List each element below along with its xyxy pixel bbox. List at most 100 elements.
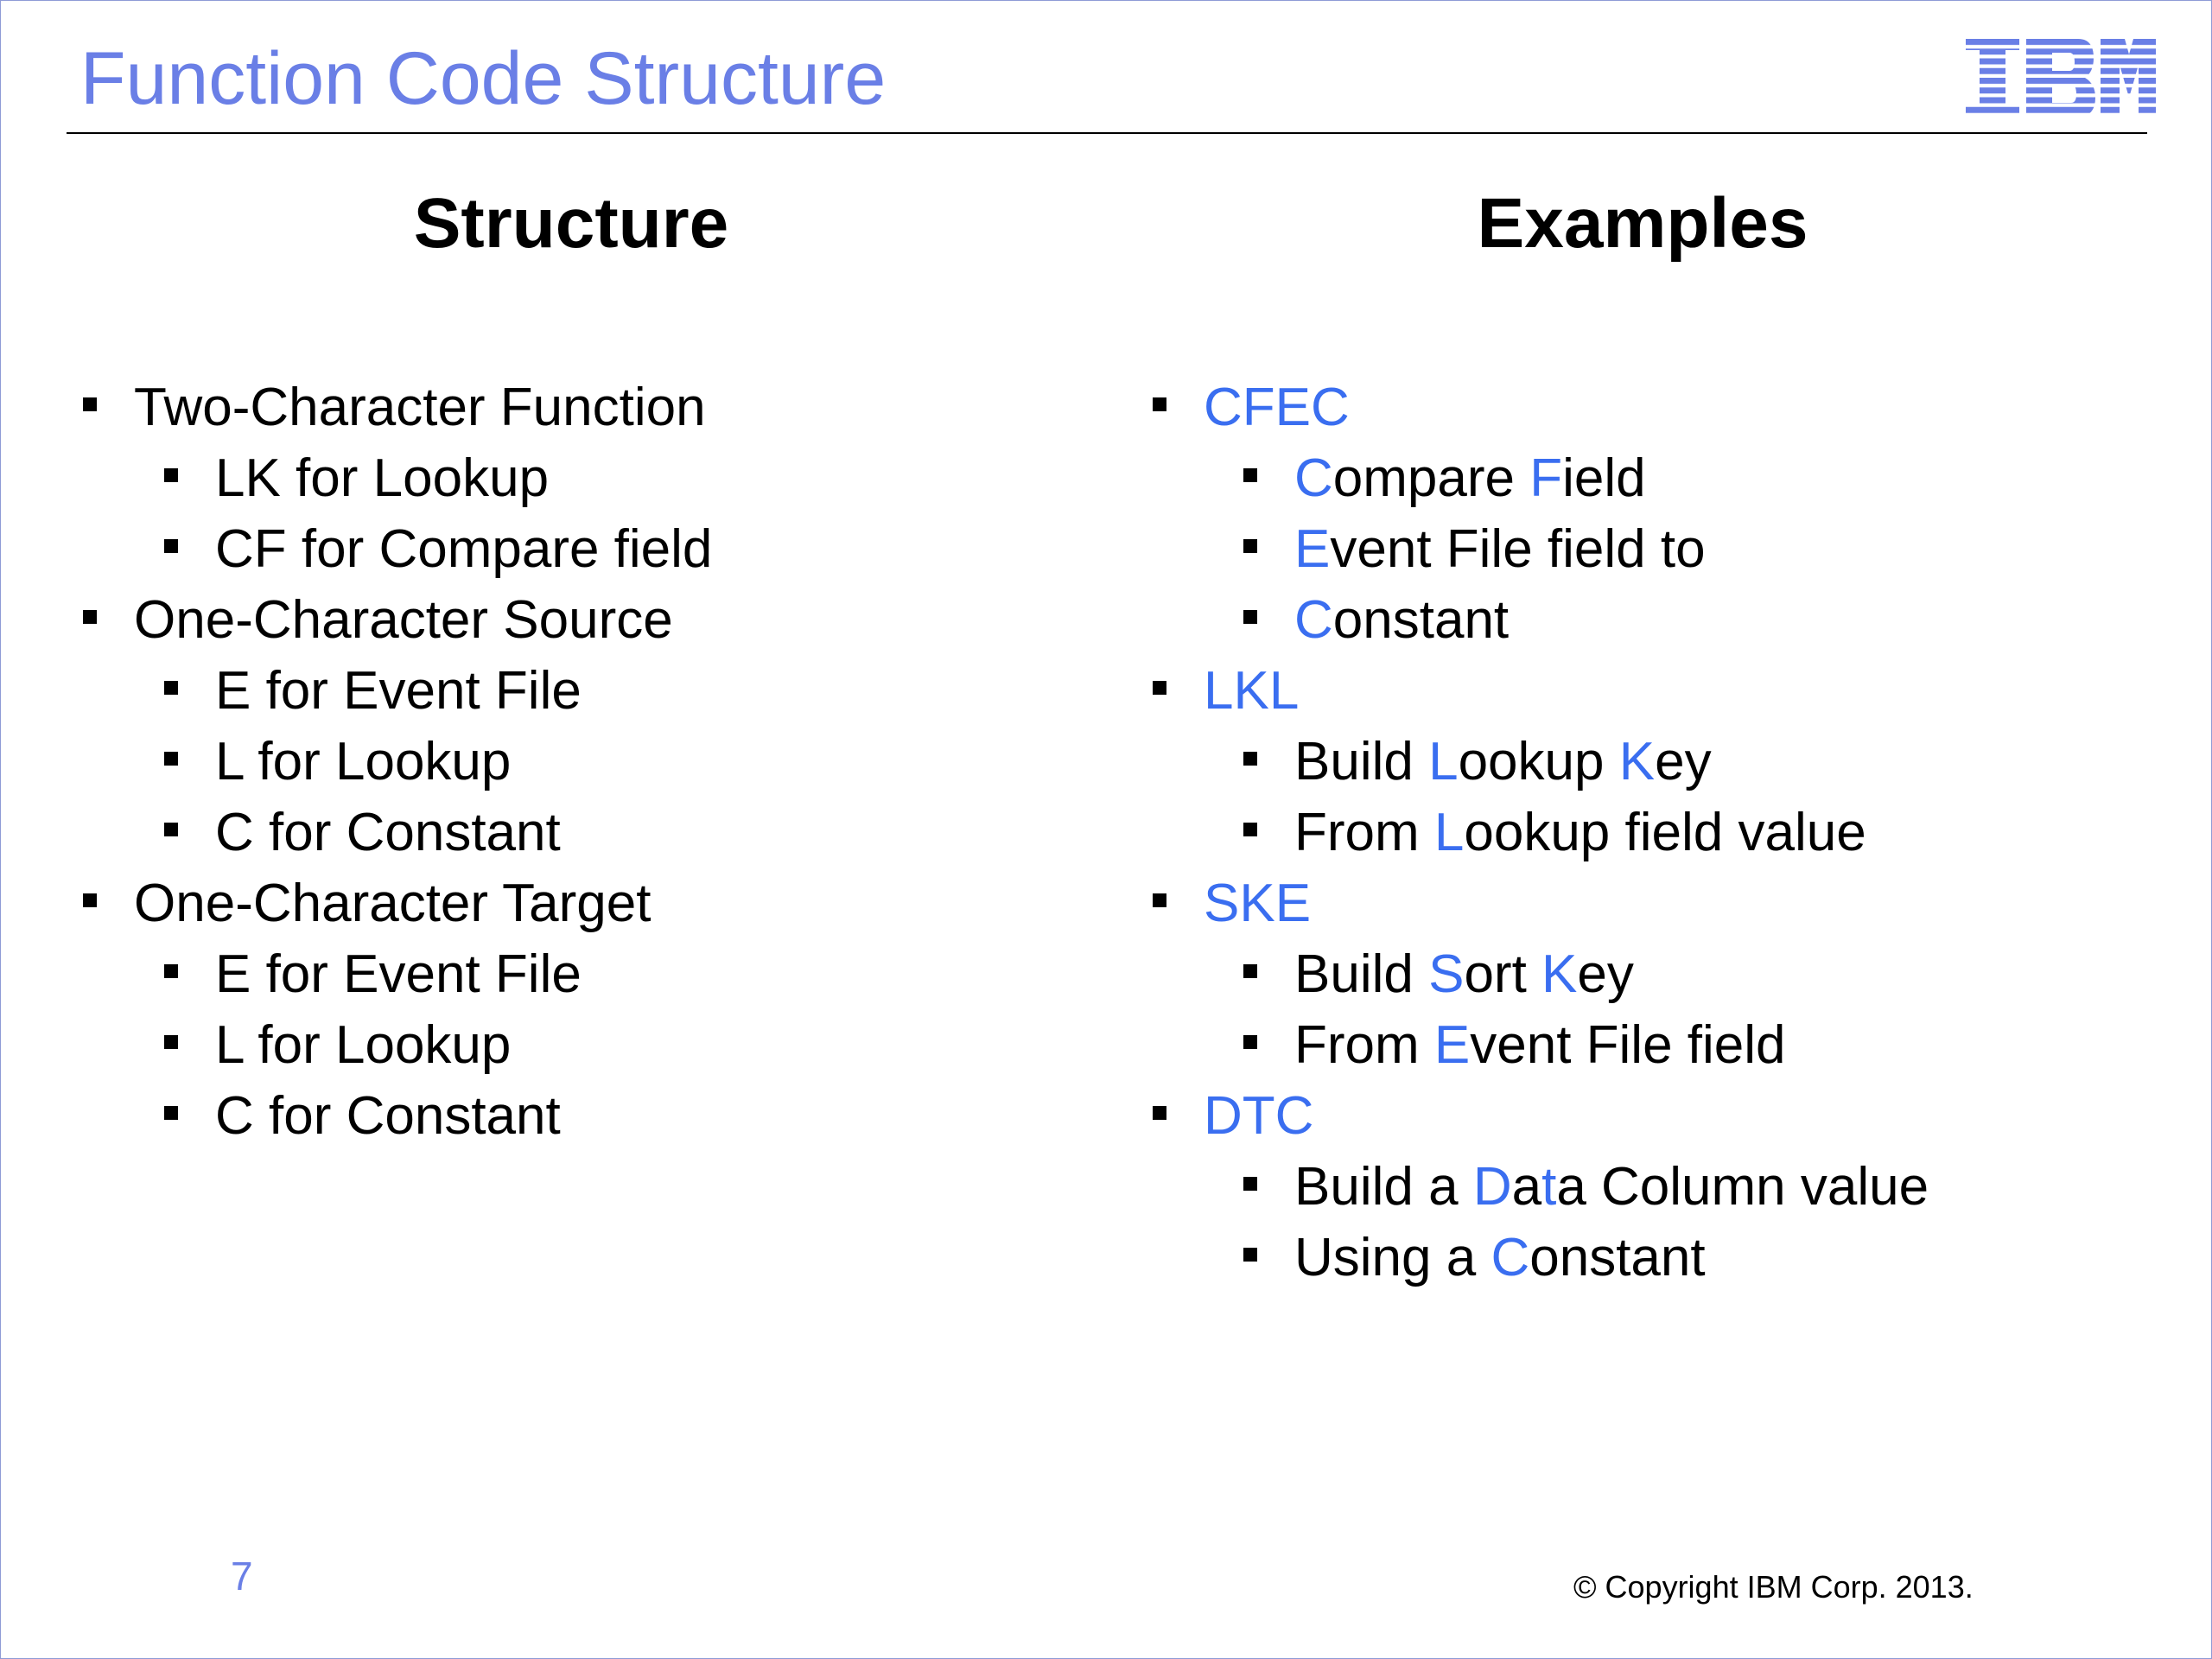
example-item-text: Compare Field <box>1294 448 1646 508</box>
highlighted-letter: K <box>1541 944 1578 1004</box>
text-segment: onstant <box>1529 1228 1706 1287</box>
function-code-label: DTC <box>1204 1086 1313 1146</box>
example-item-text: Build a Data Column value <box>1294 1157 1929 1217</box>
function-code-item: CFEC <box>1150 372 1929 443</box>
highlighted-letter: D <box>1472 1157 1512 1217</box>
square-bullet-icon <box>1243 468 1257 482</box>
highlighted-letter: E <box>1433 1015 1471 1075</box>
text-segment: From <box>1294 803 1434 862</box>
examples-heading: Examples <box>1477 184 1808 263</box>
example-item: Constant <box>1150 585 1929 656</box>
square-bullet-icon <box>83 893 97 907</box>
square-bullet-icon <box>1243 1248 1257 1262</box>
structure-item-text: E for Event File <box>215 661 582 721</box>
text-segment: Build <box>1294 944 1429 1004</box>
function-code-item: DTC <box>1150 1081 1929 1152</box>
text-segment: vent File field <box>1470 1015 1786 1075</box>
function-code-label: LKL <box>1204 661 1299 721</box>
text-segment: ookup field value <box>1464 803 1866 862</box>
square-bullet-icon <box>164 964 178 978</box>
square-bullet-icon <box>1153 397 1166 411</box>
square-bullet-icon <box>1153 1106 1166 1120</box>
example-item-text: From Lookup field value <box>1294 803 1866 862</box>
structure-list-item: E for Event File <box>80 939 712 1010</box>
structure-list-item: CF for Compare field <box>80 514 712 585</box>
highlighted-letter: C <box>1491 1228 1530 1287</box>
example-item: Event File field to <box>1150 514 1929 585</box>
text-segment: ield <box>1562 448 1646 508</box>
structure-item-text: LK for Lookup <box>215 448 550 508</box>
square-bullet-icon <box>83 397 97 411</box>
example-item: Build Lookup Key <box>1150 727 1929 798</box>
page-number: 7 <box>231 1554 253 1599</box>
structure-list-item: LK for Lookup <box>80 443 712 514</box>
function-code-item: LKL <box>1150 656 1929 727</box>
square-bullet-icon <box>1243 1035 1257 1049</box>
square-bullet-icon <box>164 1035 178 1049</box>
highlighted-letter: L <box>1428 732 1459 791</box>
square-bullet-icon <box>164 468 178 482</box>
highlighted-letter: CFEC <box>1204 378 1350 437</box>
structure-item-text: E for Event File <box>215 944 582 1004</box>
text-segment: ookup <box>1458 732 1619 791</box>
square-bullet-icon <box>164 539 178 553</box>
structure-item-text: Two-Character Function <box>134 378 706 437</box>
square-bullet-icon <box>164 823 178 836</box>
example-item-text: From Event File field <box>1294 1015 1786 1075</box>
structure-item-text: One-Character Source <box>134 590 673 650</box>
structure-list-item: E for Event File <box>80 656 712 727</box>
structure-item-text: L for Lookup <box>215 732 512 791</box>
square-bullet-icon <box>1243 610 1257 624</box>
square-bullet-icon <box>1243 752 1257 766</box>
structure-item-text: C for Constant <box>215 1086 561 1146</box>
structure-list-item: C for Constant <box>80 1081 712 1152</box>
structure-list-item: Two-Character Function <box>80 372 712 443</box>
highlighted-letter: t <box>1541 1157 1557 1217</box>
slide-title: Function Code Structure <box>80 37 887 120</box>
square-bullet-icon <box>1153 893 1166 907</box>
structure-list-item: L for Lookup <box>80 1010 712 1081</box>
example-item-text: Build Lookup Key <box>1294 732 1712 791</box>
example-item: Build a Data Column value <box>1150 1152 1929 1223</box>
example-item: Using a Constant <box>1150 1223 1929 1294</box>
example-item-text: Constant <box>1294 590 1509 650</box>
structure-list-item: C for Constant <box>80 798 712 868</box>
highlighted-letter: C <box>1294 448 1333 508</box>
highlighted-letter: DTC <box>1204 1086 1314 1146</box>
example-item: From Lookup field value <box>1150 798 1929 868</box>
highlighted-letter: C <box>1294 590 1333 650</box>
highlighted-letter: LKL <box>1204 661 1300 721</box>
structure-item-text: L for Lookup <box>215 1015 512 1075</box>
text-segment: From <box>1294 1015 1434 1075</box>
function-code-item: SKE <box>1150 868 1929 939</box>
function-code-label: SKE <box>1204 874 1311 933</box>
structure-item-text: C for Constant <box>215 803 561 862</box>
square-bullet-icon <box>164 681 178 695</box>
text-segment: ort <box>1464 944 1542 1004</box>
structure-list-item: L for Lookup <box>80 727 712 798</box>
structure-list-item: One-Character Target <box>80 868 712 939</box>
highlighted-letter: F <box>1529 448 1563 508</box>
structure-item-text: CF for Compare field <box>215 519 713 579</box>
square-bullet-icon <box>1243 823 1257 836</box>
highlighted-letter: SKE <box>1204 874 1312 933</box>
structure-list: Two-Character Function LK for Lookup CF fo… <box>80 372 712 1152</box>
square-bullet-icon <box>1243 1177 1257 1191</box>
example-item-text: Build Sort Key <box>1294 944 1634 1004</box>
highlighted-letter: S <box>1428 944 1465 1004</box>
text-segment: Build a <box>1294 1157 1473 1217</box>
text-segment: onstant <box>1332 590 1510 650</box>
structure-heading: Structure <box>413 184 729 263</box>
square-bullet-icon <box>83 610 97 624</box>
structure-list-item: One-Character Source <box>80 585 712 656</box>
highlighted-letter: L <box>1433 803 1465 862</box>
square-bullet-icon <box>1243 539 1257 553</box>
example-item: Build Sort Key <box>1150 939 1929 1010</box>
square-bullet-icon <box>1243 964 1257 978</box>
example-item: Compare Field <box>1150 443 1929 514</box>
text-segment: Build <box>1294 732 1429 791</box>
square-bullet-icon <box>1153 681 1166 695</box>
function-code-label: CFEC <box>1204 378 1350 437</box>
